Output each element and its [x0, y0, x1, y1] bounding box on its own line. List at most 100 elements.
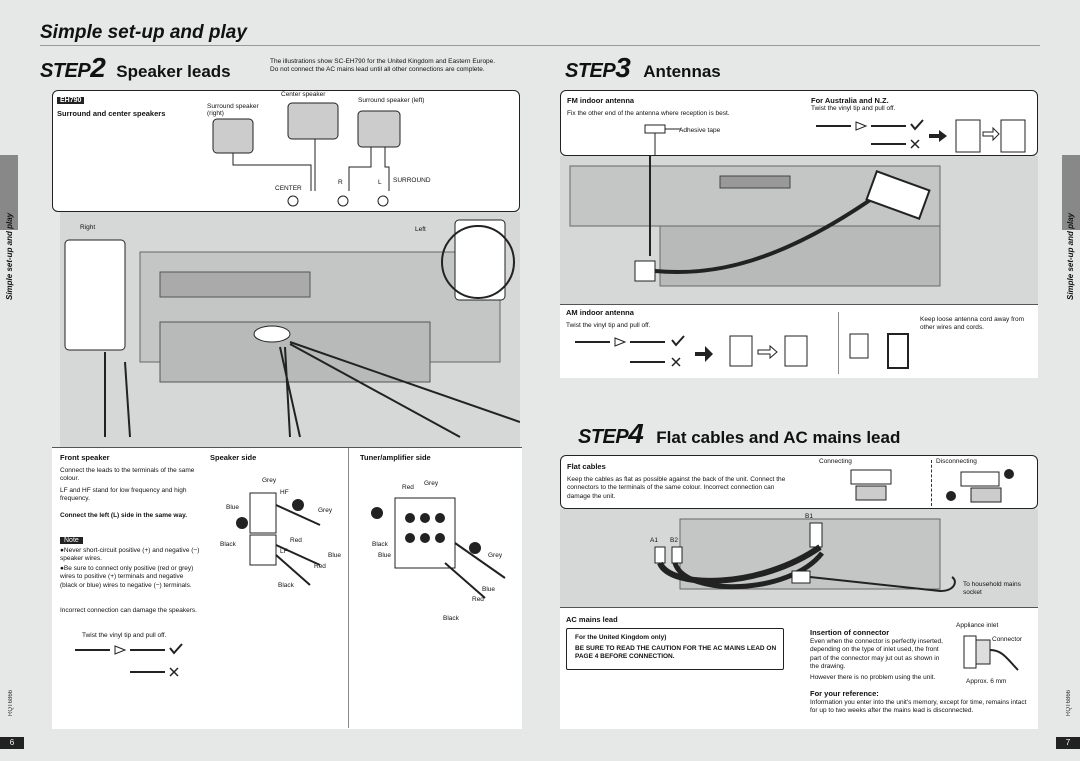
appliance-inlet-label: Appliance inlet — [956, 622, 999, 629]
tuner-side-diagram — [371, 497, 506, 599]
am-title: AM indoor antenna — [566, 308, 634, 317]
tuner-red2-label: Red — [472, 596, 484, 603]
connect-divider — [931, 460, 932, 506]
step2-intro-line1: The illustrations show SC-EH790 for the … — [270, 58, 496, 65]
label-center-terminal: CENTER — [275, 185, 302, 192]
step2-heading: STEP2 Speaker leads — [40, 52, 231, 84]
tuner-grey-label: Grey — [424, 480, 439, 487]
speaker-blue2-label: Blue — [328, 552, 342, 559]
step2-intro-line2: Do not connect the AC mains lead until a… — [270, 66, 485, 74]
connecting-label: Connecting — [819, 458, 852, 465]
side-tab-left — [0, 155, 18, 230]
title-divider — [40, 45, 1040, 46]
twist-instruction: Twist the vinyl tip and pull off. — [82, 632, 167, 639]
adhesive-tape — [644, 124, 681, 157]
fm-title: FM indoor antenna — [567, 96, 635, 105]
household-label: To household mains socket — [963, 581, 1021, 597]
speaker-black2-label: Black — [278, 582, 294, 589]
surround-subtitle: Surround and center speakers — [57, 109, 166, 118]
uk-caution-box: For the United Kingdom only) BE SURE TO … — [566, 628, 784, 670]
flat-cables-drawing — [654, 518, 956, 593]
label-r: R — [338, 179, 343, 186]
front-divider — [52, 447, 522, 448]
page-title: Simple set-up and play — [40, 22, 247, 43]
fm-antenna-panel: FM indoor antenna Fix the other end of t… — [560, 90, 1038, 157]
adhesive-label: Adhesive tape — [679, 127, 721, 134]
note-2: ●Be sure to connect only positive (red o… — [60, 565, 194, 589]
doc-code-right: RQT6866 — [1066, 690, 1072, 717]
b2-label: B2 — [670, 537, 678, 544]
insertion-text2: However there is no problem using the un… — [810, 674, 936, 681]
disconnecting-label: Disconnecting — [936, 458, 977, 465]
keep-loose-note: Keep loose antenna cord away from other … — [920, 316, 1025, 332]
note-1: ●Never short-circuit positive (+) and ne… — [60, 547, 200, 563]
a1-label: A1 — [650, 537, 658, 544]
flat-cables-panel: Flat cables Keep the cables as flat as p… — [560, 455, 1038, 509]
fm-text: Fix the other end of the antenna where r… — [567, 110, 730, 117]
step2-intro: The illustrations show SC-EH790 for the … — [270, 58, 540, 75]
uk-caution: BE SURE TO READ THE CAUTION FOR THE AC M… — [575, 645, 777, 661]
speaker-grey2-label: Grey — [318, 507, 333, 514]
twist-diagram — [75, 643, 183, 677]
model-tag: EH790 — [57, 97, 85, 104]
step4-heading: STEP4 Flat cables and AC mains lead — [578, 418, 900, 450]
front-speaker-title: Front speaker — [60, 453, 110, 462]
aus-diagram — [816, 119, 1026, 153]
step4-title: Flat cables and AC mains lead — [656, 428, 901, 447]
label-right: Right — [80, 224, 96, 231]
flat-text: Keep the cables as flat as possible agai… — [567, 476, 786, 500]
am-text: Twist the vinyl tip and pull off. — [566, 322, 651, 329]
b1-label: B1 — [805, 513, 813, 520]
flat-title: Flat cables — [567, 462, 606, 471]
step3-title: Antennas — [643, 62, 721, 81]
am-divider — [560, 304, 1038, 305]
uk-title: For the United Kingdom only) — [575, 634, 667, 641]
speaker-blue-label: Blue — [226, 504, 240, 511]
speaker-grey-label: Grey — [262, 477, 277, 484]
unit-drawing — [64, 219, 520, 438]
ac-divider — [560, 607, 1038, 608]
note-tag: Note — [60, 537, 83, 544]
tuner-blue-label: Blue — [378, 552, 392, 559]
step2-title: Speaker leads — [116, 62, 231, 81]
connector-diagram — [850, 469, 1014, 503]
approx-label: Approx. 6 mm — [966, 678, 1007, 685]
page-number-left: 6 — [0, 737, 24, 749]
label-surround-left: Surround speaker (left) — [358, 97, 425, 104]
section-divider — [348, 448, 349, 728]
speaker-side-diagram — [236, 492, 321, 586]
front-text1: Connect the leads to the terminals of th… — [60, 467, 195, 483]
step4-number: 4 — [628, 418, 644, 449]
label-l: L — [378, 179, 382, 186]
tuner-black-label: Black — [372, 541, 388, 548]
am-diagram — [575, 333, 909, 369]
step3-word: STEP — [565, 60, 616, 82]
tuner-blue2-label: Blue — [482, 586, 496, 593]
step2-word: STEP — [40, 60, 91, 82]
side-tab-right — [1062, 155, 1080, 230]
front-bold: Connect the left (L) side in the same wa… — [60, 512, 188, 519]
page-number-right: 7 — [1056, 737, 1080, 749]
step3-heading: STEP3 Antennas — [565, 52, 721, 84]
speaker-hf-label: HF — [280, 489, 289, 496]
surround-panel: EH790 Surround and center speakers Surro… — [52, 90, 520, 212]
am-divider-vertical — [838, 312, 839, 374]
tuner-side-title: Tuner/amplifier side — [360, 453, 431, 462]
flat-cables-illustration: A1 B2 B1 To household mains socket — [560, 509, 1038, 607]
label-surround-terminal: SURROUND — [393, 177, 431, 184]
step2-number: 2 — [90, 52, 106, 83]
tuner-black2-label: Black — [443, 615, 459, 622]
label-center: Center speaker — [281, 91, 326, 98]
insertion-title: Insertion of connector — [810, 628, 890, 637]
insertion-text: Even when the connector is perfectly ins… — [810, 638, 943, 671]
aus-title: For Australia and N.Z. — [811, 96, 889, 105]
step3-number: 3 — [615, 52, 631, 83]
tuner-red-label: Red — [402, 484, 414, 491]
front-speaker-section — [52, 447, 522, 729]
aus-text: Twist the vinyl tip and pull off. — [811, 105, 896, 112]
speaker-side-title: Speaker side — [210, 453, 257, 462]
speaker-red-label: Red — [290, 537, 302, 544]
speaker-lf-label: LF — [280, 548, 288, 555]
surround-diagram — [212, 102, 401, 207]
reference-text: Information you enter into the unit's me… — [810, 699, 1027, 715]
